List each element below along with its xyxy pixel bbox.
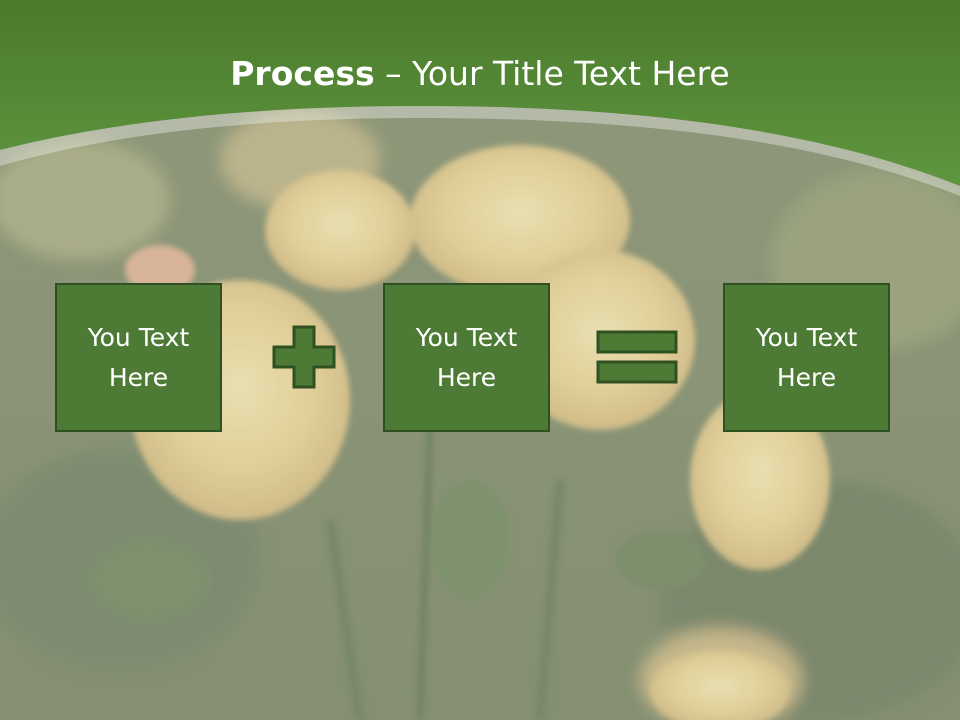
process-box-3[interactable]: You Text Here xyxy=(723,283,890,432)
process-box-1-label: You Text Here xyxy=(87,322,190,392)
title-rest-part: – Your Title Text Here xyxy=(374,54,730,93)
equals-icon xyxy=(596,330,678,384)
process-box-1[interactable]: You Text Here xyxy=(55,283,222,432)
slide-title: Process – Your Title Text Here xyxy=(0,52,960,96)
title-bold-part: Process xyxy=(230,54,375,93)
plus-icon xyxy=(272,325,336,389)
process-box-2-label: You Text Here xyxy=(415,322,518,392)
process-box-3-label: You Text Here xyxy=(755,322,858,392)
process-box-2[interactable]: You Text Here xyxy=(383,283,550,432)
header-band xyxy=(0,0,960,196)
